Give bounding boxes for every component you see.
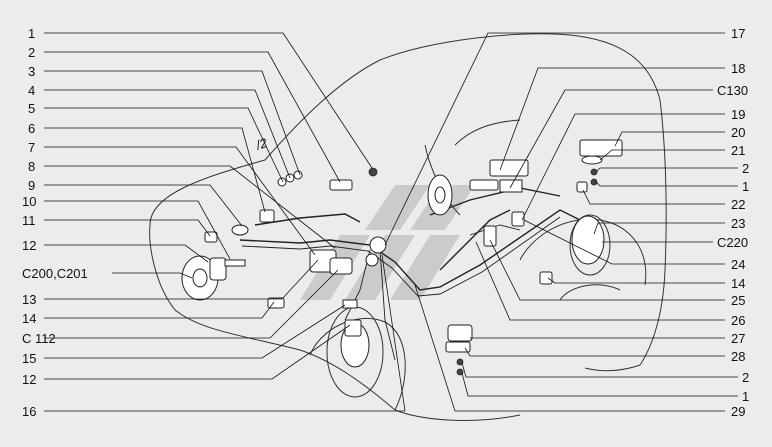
callout-label: 16	[22, 404, 36, 419]
sleeve-22	[576, 181, 588, 193]
callout-label: 8	[28, 159, 35, 174]
brake-pipes	[239, 187, 581, 361]
callout-label: 2	[28, 45, 35, 60]
callout-labels-right: 17 18 C130 19 20 21 2 1 22 23 C220 24 14…	[717, 26, 749, 419]
bracket-11	[204, 231, 218, 243]
nut-1-right	[590, 178, 598, 186]
pipe-clip-17	[469, 179, 499, 191]
callout-labels-left: 1 2 3 4 5 6 7 8 9 10 11 12 C200,C201 13 …	[22, 26, 88, 419]
callout-label: 1	[742, 179, 749, 194]
bracket-18	[489, 159, 529, 177]
callout-label: 29	[731, 404, 745, 419]
callout-label: 27	[731, 331, 745, 346]
clip-27	[447, 324, 473, 342]
callout-label: 18	[731, 61, 745, 76]
pressure-regulator	[369, 236, 387, 254]
callout-label: C130	[717, 83, 748, 98]
callout-label: 11	[22, 213, 36, 228]
callout-label: 13	[22, 292, 36, 307]
callout-label: C 112	[22, 331, 56, 346]
tee-26	[483, 225, 497, 247]
callout-label: 1	[742, 389, 749, 404]
holder-28	[445, 341, 471, 353]
handwritten-mark: /2	[253, 135, 270, 153]
callout-label: 3	[28, 64, 35, 79]
callout-label: 28	[731, 349, 745, 364]
callout-label: 26	[731, 313, 745, 328]
callout-label: 5	[28, 101, 35, 116]
front-left-caliper	[209, 257, 227, 281]
nut-1	[368, 167, 378, 177]
callout-label: 22	[731, 197, 745, 212]
callout-label: 20	[731, 125, 745, 140]
washer-21	[581, 155, 603, 165]
bracket-14-left	[267, 297, 285, 309]
car-body-outline	[149, 33, 667, 421]
callout-label: C200,C201	[22, 266, 88, 281]
callout-label: 1	[28, 26, 35, 41]
washer-4	[277, 177, 287, 187]
washer-2-lower	[456, 358, 464, 366]
callout-label: 6	[28, 121, 35, 136]
leader-lines-left	[44, 32, 406, 412]
hose-fitting-left	[224, 259, 246, 267]
callout-label: 10	[22, 194, 36, 209]
washer-6	[293, 170, 303, 180]
washer-2-right	[590, 168, 598, 176]
callout-label: 9	[28, 178, 35, 193]
callout-label: 14	[22, 311, 36, 326]
clip-3	[329, 179, 353, 191]
leader-lines-right	[384, 32, 738, 412]
bracket-6	[259, 209, 275, 223]
callout-label: 19	[731, 107, 745, 122]
callout-label: 2	[742, 161, 749, 176]
fitting-c220	[511, 211, 525, 227]
callout-label: 21	[731, 143, 745, 158]
callout-label: 25	[731, 293, 745, 308]
callout-label: 24	[731, 257, 745, 272]
callout-label: 17	[731, 26, 745, 41]
callout-label: 7	[28, 140, 35, 155]
callout-label: 14	[731, 276, 745, 291]
nut-1-lower	[456, 368, 464, 376]
callout-label: 23	[731, 216, 745, 231]
callout-label: 12	[22, 372, 36, 387]
callout-label: 15	[22, 351, 36, 366]
clip-20	[579, 139, 623, 157]
brake-components	[181, 139, 623, 376]
callout-label: 12	[22, 238, 36, 253]
grommet-9	[231, 224, 249, 236]
callout-label: C220	[717, 235, 748, 250]
bracket-14-right	[539, 271, 553, 285]
callout-label: 4	[28, 83, 35, 98]
callout-label: 2	[742, 370, 749, 385]
